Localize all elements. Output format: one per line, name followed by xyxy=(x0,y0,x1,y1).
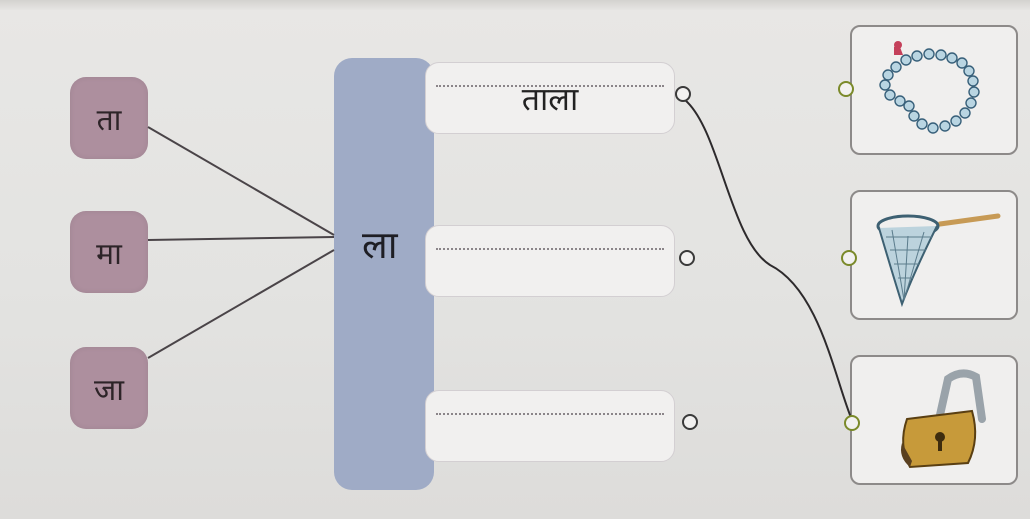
syllable-label: जा xyxy=(93,372,125,408)
garland-icon xyxy=(879,41,980,134)
picture-3-connector-dot[interactable] xyxy=(844,415,860,431)
word-2-connector-dot[interactable] xyxy=(679,250,695,266)
syllable-label: ता xyxy=(96,102,122,138)
connector-line-ma xyxy=(147,236,335,241)
word-box-2[interactable] xyxy=(425,225,675,297)
page-top-edge xyxy=(0,0,1030,10)
picture-box-lock[interactable] xyxy=(850,355,1018,485)
suffix-bar xyxy=(334,58,434,490)
connector-line-ta xyxy=(147,126,335,236)
syllable-tile-ma[interactable]: मा xyxy=(70,211,148,293)
suffix-label: ला xyxy=(362,223,398,267)
writing-line xyxy=(436,248,664,250)
syllable-tile-ja[interactable]: जा xyxy=(70,347,148,429)
match-line-tala-lock xyxy=(684,99,853,421)
word-box-3[interactable] xyxy=(425,390,675,462)
picture-2-connector-dot[interactable] xyxy=(841,250,857,266)
connector-line-ja xyxy=(147,249,335,359)
butterfly-net-icon xyxy=(876,213,1001,308)
writing-line xyxy=(436,85,664,87)
word-3-connector-dot[interactable] xyxy=(682,414,698,430)
word-text: ताला xyxy=(521,80,579,118)
word-1-connector-dot[interactable] xyxy=(675,86,691,102)
syllable-label: मा xyxy=(96,236,122,272)
word-box-1[interactable]: ताला xyxy=(425,62,675,134)
picture-1-connector-dot[interactable] xyxy=(838,81,854,97)
padlock-icon xyxy=(901,369,986,469)
picture-box-garland[interactable] xyxy=(850,25,1018,155)
syllable-tile-ta[interactable]: ता xyxy=(70,77,148,159)
writing-line xyxy=(436,413,664,415)
